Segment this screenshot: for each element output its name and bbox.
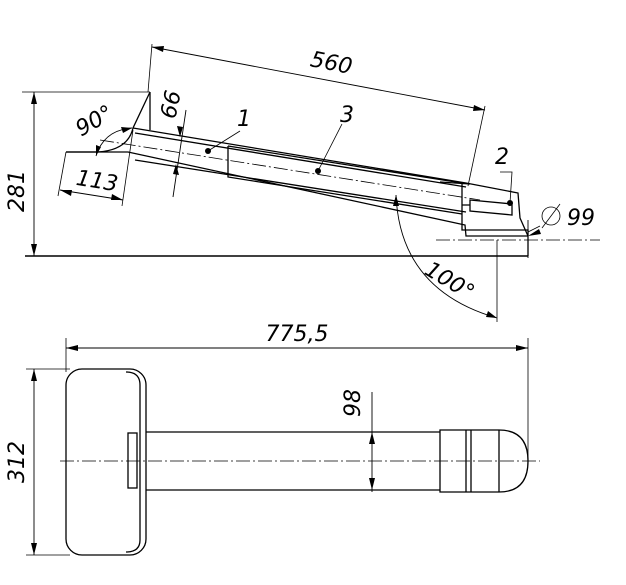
top-housing-slot bbox=[127, 432, 138, 489]
angle-90-label: 90° bbox=[72, 101, 118, 142]
top-view: 775,5 312 98 bbox=[5, 322, 540, 556]
dim-99-label: 99 bbox=[567, 206, 595, 231]
side-inner-upper bbox=[134, 132, 467, 188]
diameter-symbol-icon bbox=[541, 206, 561, 226]
angle-90-arrow-b bbox=[121, 127, 132, 133]
dim-113-ext-left bbox=[57, 151, 67, 197]
dim-281-arrow-bottom bbox=[31, 244, 37, 256]
top-housing-outer bbox=[65, 368, 147, 556]
dim-560-arrow-right bbox=[473, 105, 485, 111]
angle-100-arc bbox=[395, 194, 498, 319]
side-outlet bbox=[439, 181, 529, 256]
dim-113-ext-right bbox=[121, 129, 134, 207]
part-2-leader bbox=[500, 171, 513, 204]
dim-560-ext-right bbox=[467, 105, 486, 187]
dim-281-arrow-top bbox=[31, 92, 37, 104]
diameter-symbol-slash bbox=[541, 203, 561, 229]
dim-98-label: 98 bbox=[341, 389, 366, 417]
dim-98-arrow-top bbox=[369, 432, 375, 444]
angle-100-arrow-a bbox=[393, 195, 399, 206]
part-1-label: 1 bbox=[237, 107, 251, 132]
dim-312-arrow-bottom bbox=[31, 543, 37, 555]
dim-775-arrow-left bbox=[66, 345, 78, 351]
dim-775-arrow-right bbox=[516, 345, 528, 351]
dim-560-arrow-left bbox=[152, 46, 164, 52]
dim-98-arrow-bottom bbox=[369, 478, 375, 490]
angle-90-arrow-a bbox=[96, 145, 101, 156]
angle-100-label: 100° bbox=[420, 257, 478, 306]
side-body-upper bbox=[132, 127, 529, 237]
dim-113-arrow-right bbox=[111, 194, 123, 200]
side-body-top bbox=[66, 151, 528, 237]
dim-560-ext-left bbox=[147, 43, 153, 93]
part-1-leader bbox=[207, 130, 241, 152]
dim-99-arrow bbox=[528, 229, 541, 236]
dim-281-label: 281 bbox=[5, 170, 30, 212]
side-section-3 bbox=[227, 145, 463, 215]
side-inner-lower bbox=[134, 159, 467, 213]
dim-560-line bbox=[151, 46, 486, 111]
dim-113-arrow-left bbox=[60, 190, 72, 196]
dim-312-label: 312 bbox=[5, 441, 30, 483]
dim-66-line bbox=[172, 109, 187, 198]
dim-775-label: 775,5 bbox=[266, 322, 329, 347]
part-3-leader bbox=[317, 123, 343, 172]
dim-66-arrow-top bbox=[177, 126, 183, 137]
dim-113-label: 113 bbox=[74, 166, 119, 197]
dim-312-arrow-top bbox=[31, 369, 37, 381]
angle-100-arrow-b bbox=[486, 311, 497, 318]
dim-99-leader bbox=[527, 225, 541, 233]
dim-66-arrow-bottom bbox=[173, 164, 179, 175]
top-housing-inner bbox=[125, 371, 141, 553]
dim-66-label: 66 bbox=[157, 88, 187, 121]
side-view: 1 3 2 281 560 66 90° bbox=[5, 43, 600, 322]
side-centre-line bbox=[99, 139, 481, 201]
part-3-label: 3 bbox=[340, 103, 354, 128]
dim-560-label: 560 bbox=[308, 47, 354, 80]
part-2-label: 2 bbox=[495, 145, 509, 170]
